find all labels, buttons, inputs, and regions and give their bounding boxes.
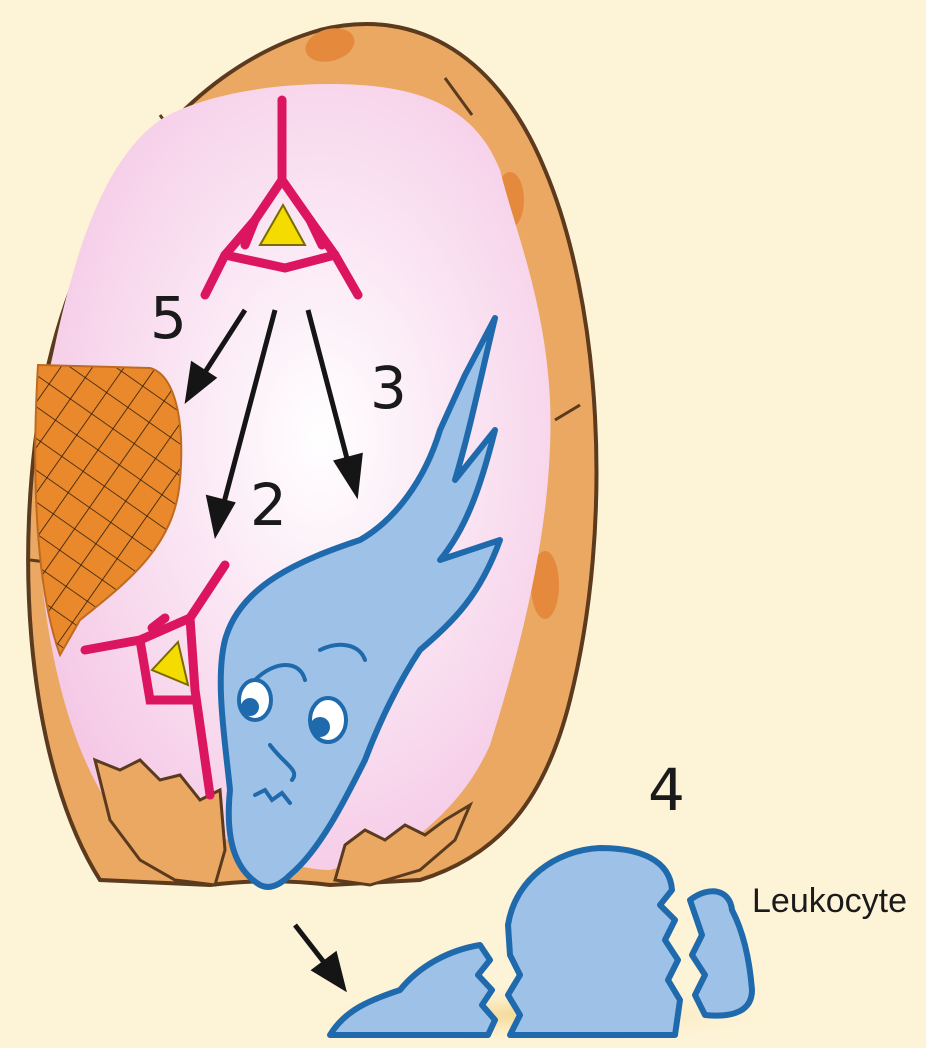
leukocyte-fragment-middle	[508, 848, 680, 1035]
label-2: 2	[250, 471, 287, 539]
label-4: 4	[648, 756, 685, 824]
label-3: 3	[370, 354, 407, 422]
label-5: 5	[150, 284, 187, 352]
leukocyte-label: Leukocyte	[752, 882, 907, 920]
